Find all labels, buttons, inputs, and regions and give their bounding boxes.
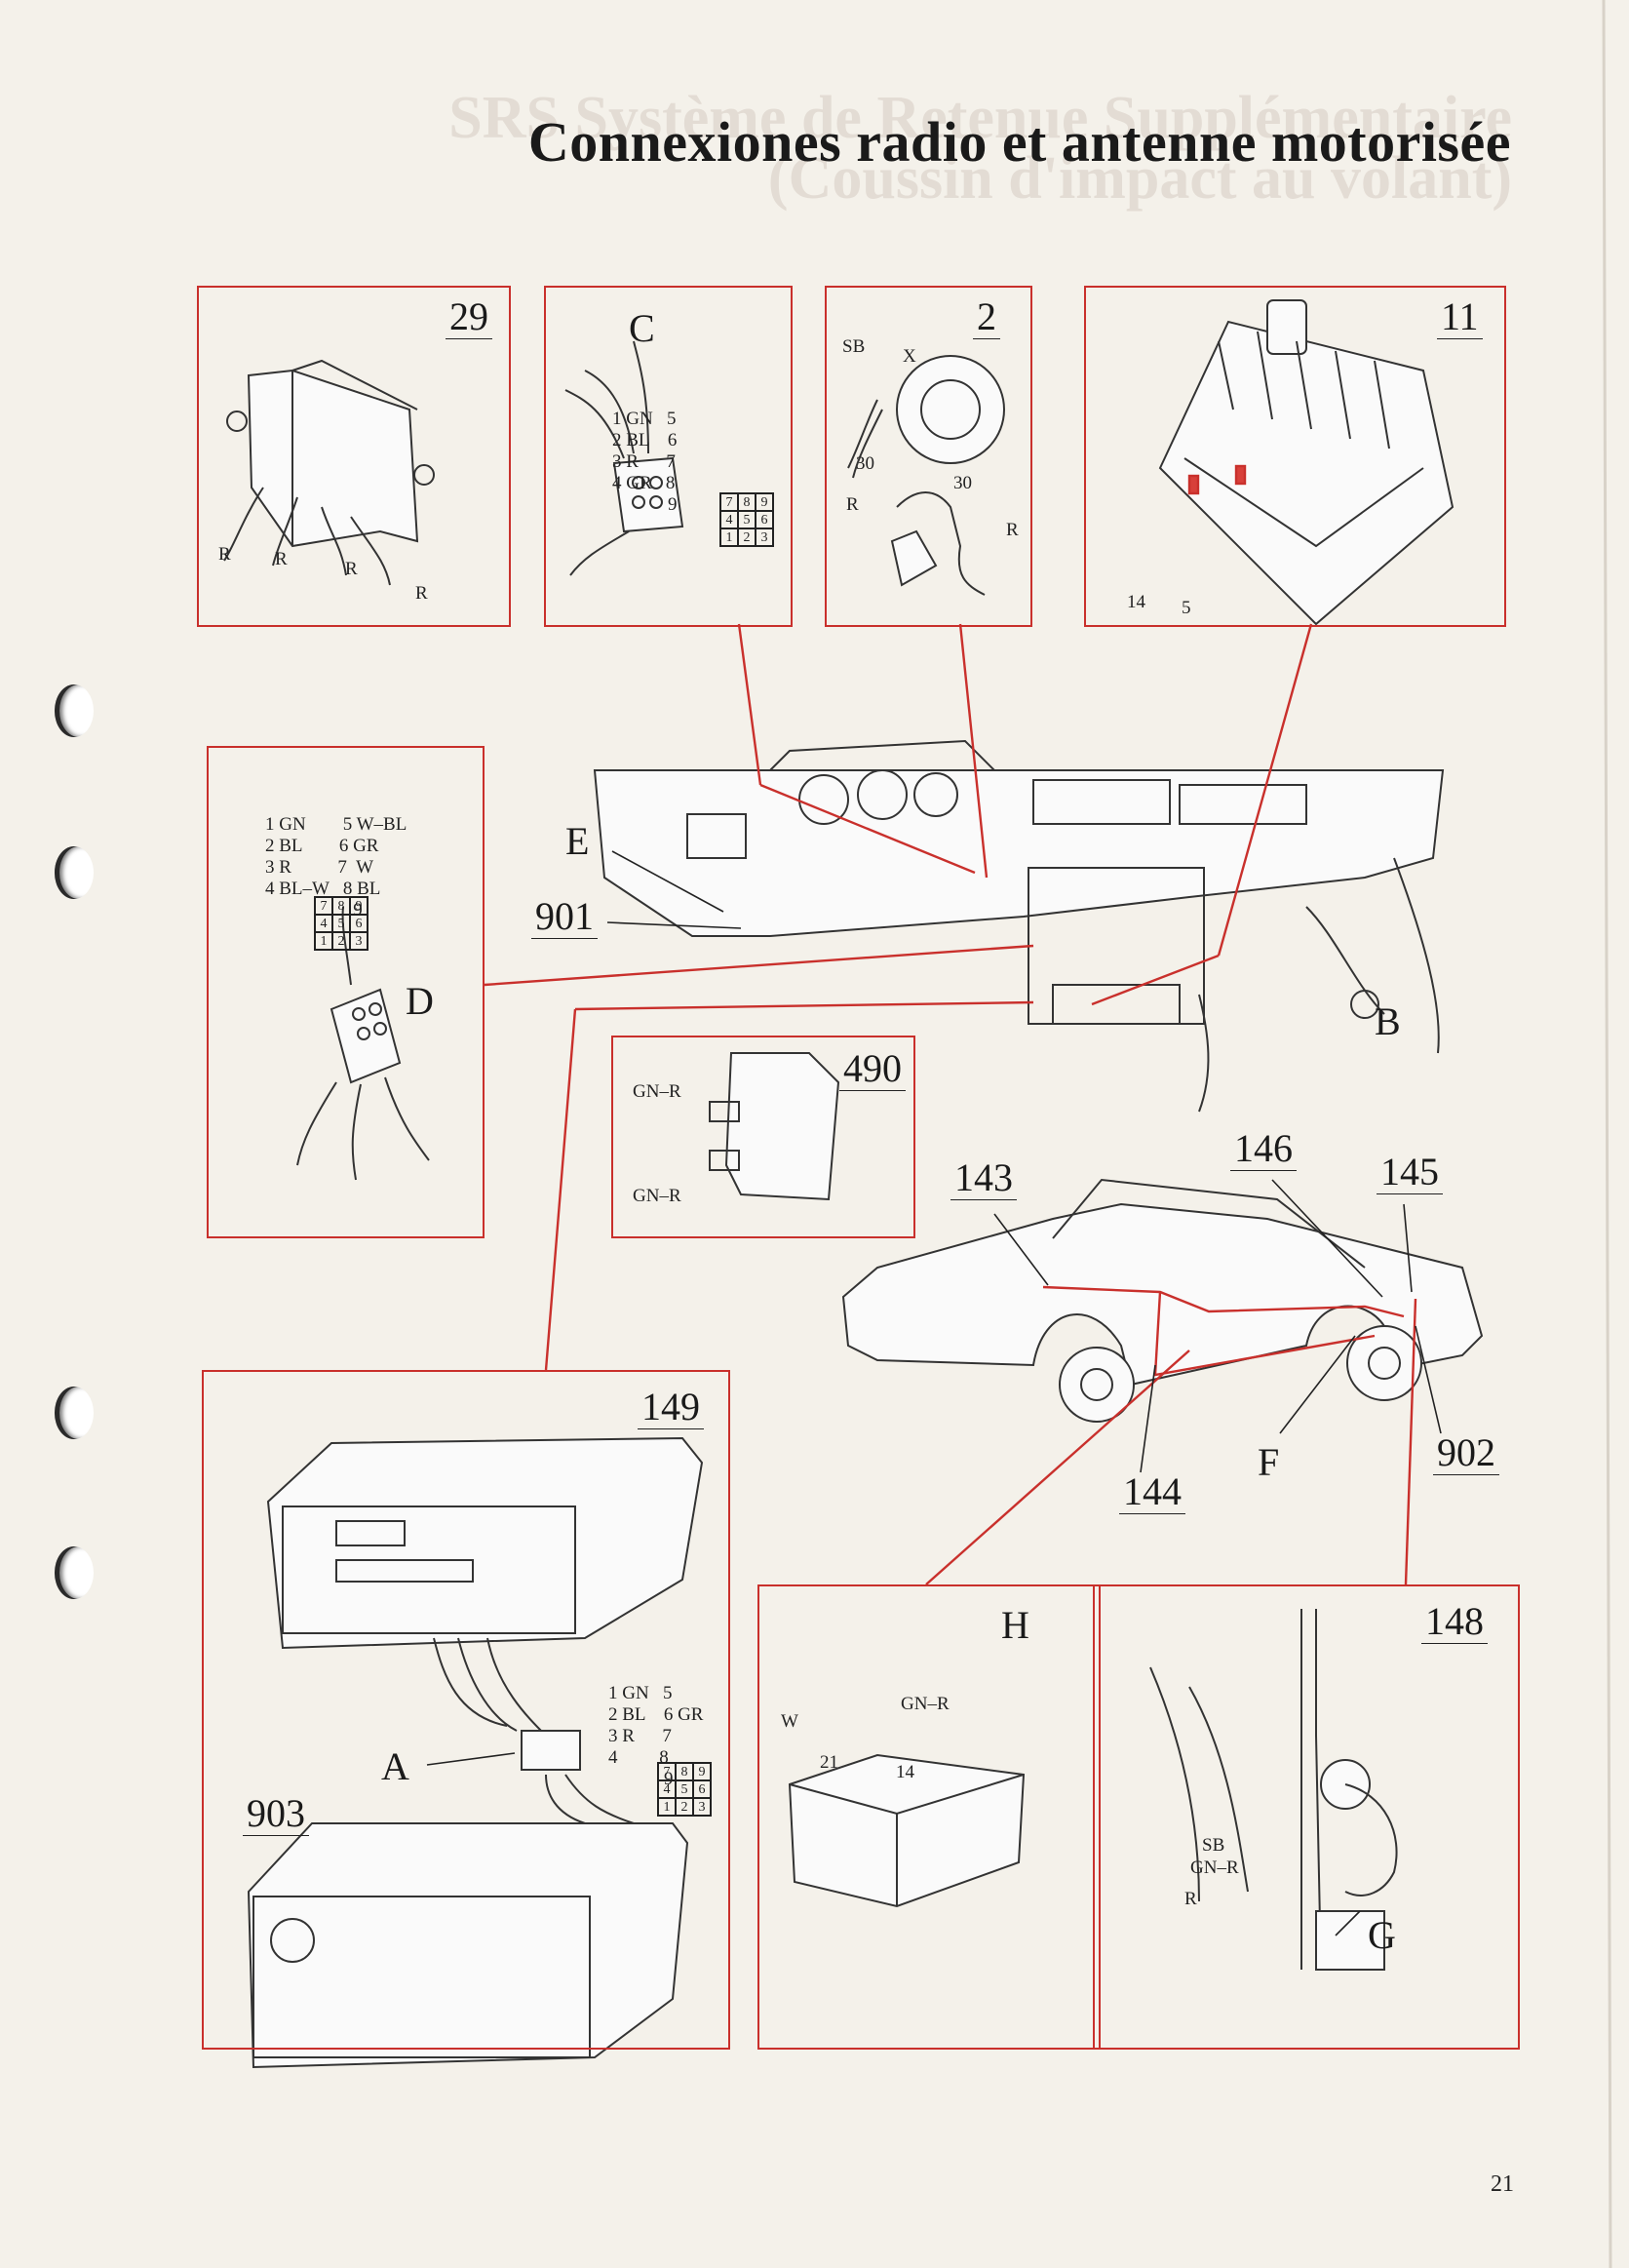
callout-b: B	[1375, 999, 1401, 1043]
box-29-control-module: 29 R R R R	[197, 286, 511, 627]
callout-145: 145	[1377, 1153, 1443, 1194]
box-490-label: 490	[839, 1049, 906, 1091]
wire-label-sb: SB	[1202, 1835, 1225, 1856]
wire-label-gn-r: GN–R	[633, 1081, 681, 1102]
box-148-label: 148	[1421, 1602, 1488, 1644]
wire-label-r: R	[275, 549, 288, 569]
label-903: 903	[243, 1794, 309, 1836]
box-c-label: C	[629, 306, 655, 350]
wire-label-gn-r: GN–R	[901, 1694, 950, 1714]
label-x: X	[903, 346, 916, 367]
box-149-label: 149	[638, 1388, 704, 1429]
wire-label-r: R	[218, 544, 231, 565]
box-h-connector: H W GN–R 21 14	[757, 1584, 1101, 2050]
callout-146: 146	[1230, 1129, 1297, 1171]
box-d-label: D	[406, 979, 434, 1023]
box-2-label: 2	[973, 297, 1000, 339]
callout-144: 144	[1119, 1472, 1185, 1514]
box-2-ignition-switch: 2 SB X 30 30 R R	[825, 286, 1032, 627]
callout-f: F	[1258, 1440, 1280, 1484]
label-14: 14	[896, 1762, 914, 1782]
binder-hole-4	[55, 1546, 94, 1599]
wire-label-r: R	[1184, 1889, 1197, 1909]
callout-902: 902	[1433, 1433, 1499, 1475]
callout-901: 901	[531, 897, 598, 939]
label-14: 14	[1127, 592, 1145, 612]
callout-e: E	[565, 819, 590, 863]
box-29-label: 29	[446, 297, 492, 339]
label-30: 30	[856, 453, 874, 474]
wire-label-w: W	[781, 1711, 798, 1732]
label-21: 21	[820, 1752, 838, 1773]
label-5: 5	[1182, 598, 1191, 618]
show-through-text: SRS Système de Retenue Supplémentaire (C…	[448, 85, 1512, 212]
box-11-label: 11	[1437, 297, 1483, 339]
binder-hole-3	[55, 1387, 94, 1439]
binder-hole-2	[55, 846, 94, 899]
wire-label-gn-r: GN–R	[633, 1186, 681, 1206]
box-h-label: H	[1001, 1603, 1029, 1647]
callout-a: A	[381, 1744, 409, 1788]
callout-143: 143	[950, 1158, 1017, 1200]
box-148-antenna-motor: 148 SB GN–R R G	[1093, 1584, 1520, 2050]
box-11-relay-box: 11 14 5	[1084, 286, 1506, 627]
label-30: 30	[953, 473, 972, 493]
page-number: 21	[1491, 2171, 1514, 2197]
label-r: R	[846, 494, 859, 515]
callout-g: G	[1368, 1913, 1396, 1957]
wire-label-gn-r: GN–R	[1190, 1857, 1239, 1878]
wire-label-r: R	[415, 583, 428, 604]
label-sb: SB	[842, 336, 866, 357]
binder-hole-1	[55, 684, 94, 737]
wire-label-r: R	[345, 559, 358, 579]
page-title: Connexiones radio et antenne motorisée	[527, 110, 1511, 174]
label-r: R	[1006, 520, 1019, 540]
box-490-switch: 490 GN–R GN–R	[611, 1036, 915, 1238]
